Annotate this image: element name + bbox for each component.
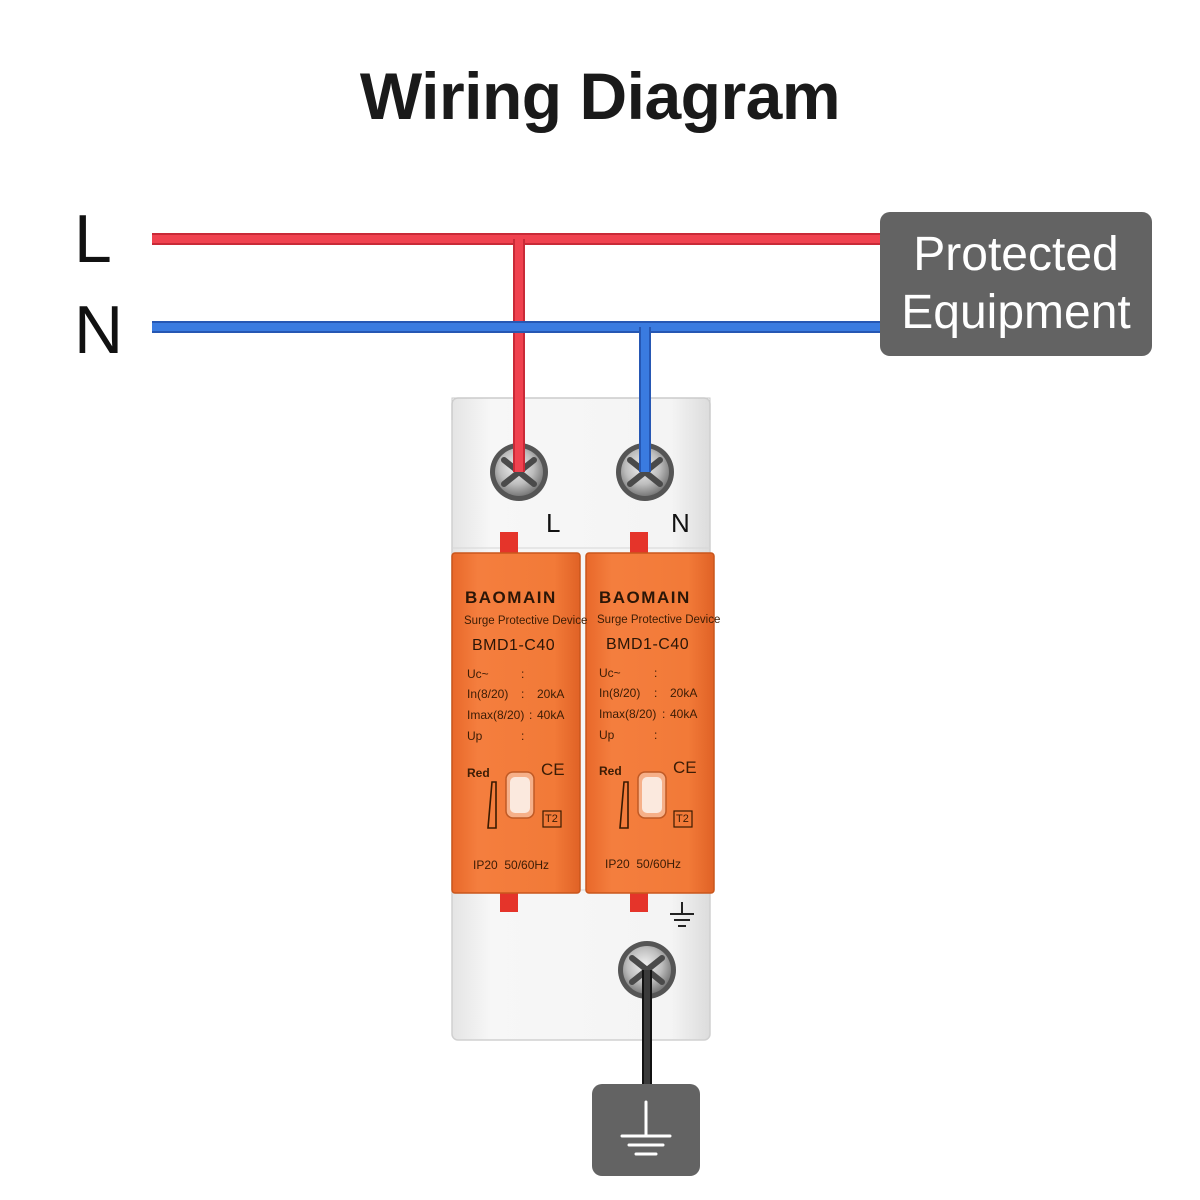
spec-label: Up (467, 729, 483, 743)
equipment-label-line2: Equipment (901, 286, 1131, 339)
ce-mark: CE (673, 758, 697, 777)
spec-sep: : (521, 687, 525, 701)
neutral-wire (152, 321, 882, 472)
spec-value: 40kA (670, 707, 698, 721)
earth-ground-box (592, 1084, 700, 1176)
spec-sep: : (654, 728, 658, 742)
live-wire (152, 233, 882, 472)
ground-icon (620, 1100, 672, 1156)
spec-value: 20kA (670, 686, 698, 700)
spec-sep: : (521, 729, 525, 743)
protected-equipment-box: Protected Equipment (880, 212, 1152, 356)
spd-module-right (585, 552, 715, 894)
type-badge: T2 (545, 813, 558, 825)
module-clips (500, 532, 648, 912)
module-rating: IP20 50/60Hz (473, 858, 550, 872)
module-model: BMD1-C40 (472, 637, 556, 654)
terminal-label-live: L (546, 508, 561, 538)
module-subtitle: Surge Protective Device (597, 614, 721, 626)
module-brand: BAOMAIN (599, 588, 691, 607)
live-line-label: L (74, 201, 112, 277)
terminal-label-neutral: N (671, 508, 690, 538)
spec-label: In(8/20) (599, 686, 641, 700)
module-brand: BAOMAIN (465, 588, 557, 607)
module-subtitle: Surge Protective Device (464, 615, 588, 627)
spec-value: 40kA (537, 708, 565, 722)
neutral-line-label: N (74, 292, 124, 368)
equipment-label-line1: Protected (913, 228, 1119, 281)
type-badge: T2 (676, 813, 689, 825)
module-model: BMD1-C40 (606, 636, 690, 653)
spec-value: 20kA (537, 687, 565, 701)
indicator-label: Red (467, 766, 490, 780)
spd-module-left (451, 552, 581, 894)
spec-sep: : (529, 708, 533, 722)
spec-sep: : (521, 667, 525, 681)
indicator-label: Red (599, 764, 622, 778)
spec-label: Imax(8/20) (599, 707, 657, 721)
spec-sep: : (654, 686, 658, 700)
spec-label: Uc~ (467, 667, 489, 681)
ground-icon (670, 902, 694, 927)
spec-label: In(8/20) (467, 687, 509, 701)
spec-sep: : (662, 707, 666, 721)
ce-mark: CE (541, 760, 565, 779)
page-title: Wiring Diagram (359, 59, 841, 133)
spec-label: Up (599, 728, 615, 742)
spec-label: Imax(8/20) (467, 708, 525, 722)
module-rating: IP20 50/60Hz (605, 857, 682, 871)
spec-sep: : (654, 666, 658, 680)
spec-label: Uc~ (599, 666, 621, 680)
